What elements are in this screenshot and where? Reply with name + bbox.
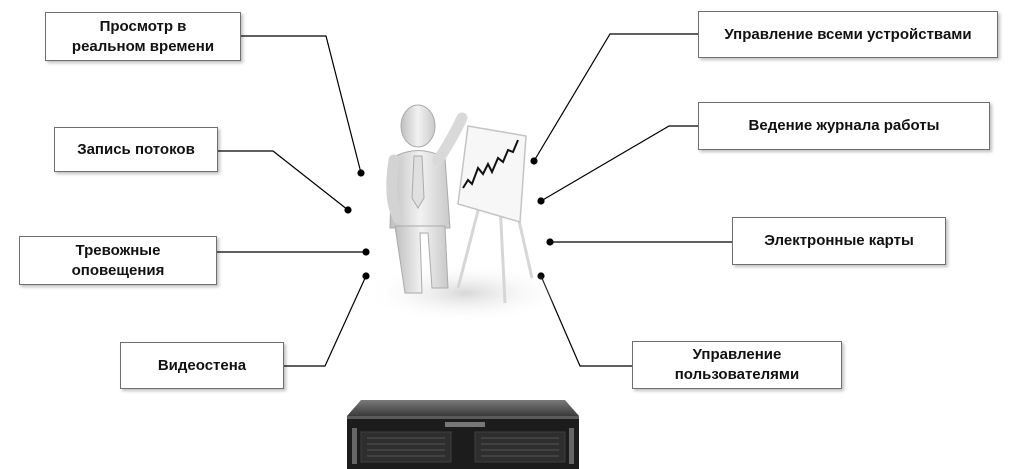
dot-alarm	[362, 248, 370, 256]
dot-devices	[530, 157, 538, 165]
connector-log	[540, 125, 698, 202]
dot-live-view	[357, 169, 365, 177]
connector-stream-recording	[218, 150, 349, 211]
dot-maps	[546, 238, 554, 246]
connector-live-view	[241, 35, 362, 174]
label-work-log: Ведение журнала работы	[698, 102, 990, 150]
label-device-management: Управление всеми устройствами	[698, 11, 998, 58]
label-stream-recording: Запись потоков	[54, 127, 218, 172]
label-alarm-notifications: Тревожные оповещения	[19, 236, 217, 285]
nvr-server-icon	[347, 400, 579, 469]
dot-stream-recording	[344, 206, 352, 214]
connector-devices	[533, 33, 698, 162]
label-e-maps: Электронные карты	[732, 217, 946, 265]
label-user-management: Управление пользователями	[632, 341, 842, 389]
dot-log	[537, 197, 545, 205]
label-live-view: Просмотр в реальном времени	[45, 12, 241, 61]
dot-video-wall	[362, 272, 370, 280]
presenter-with-chart-icon	[365, 104, 565, 323]
connector-video-wall	[284, 275, 367, 367]
label-video-wall: Видеостена	[120, 342, 284, 389]
